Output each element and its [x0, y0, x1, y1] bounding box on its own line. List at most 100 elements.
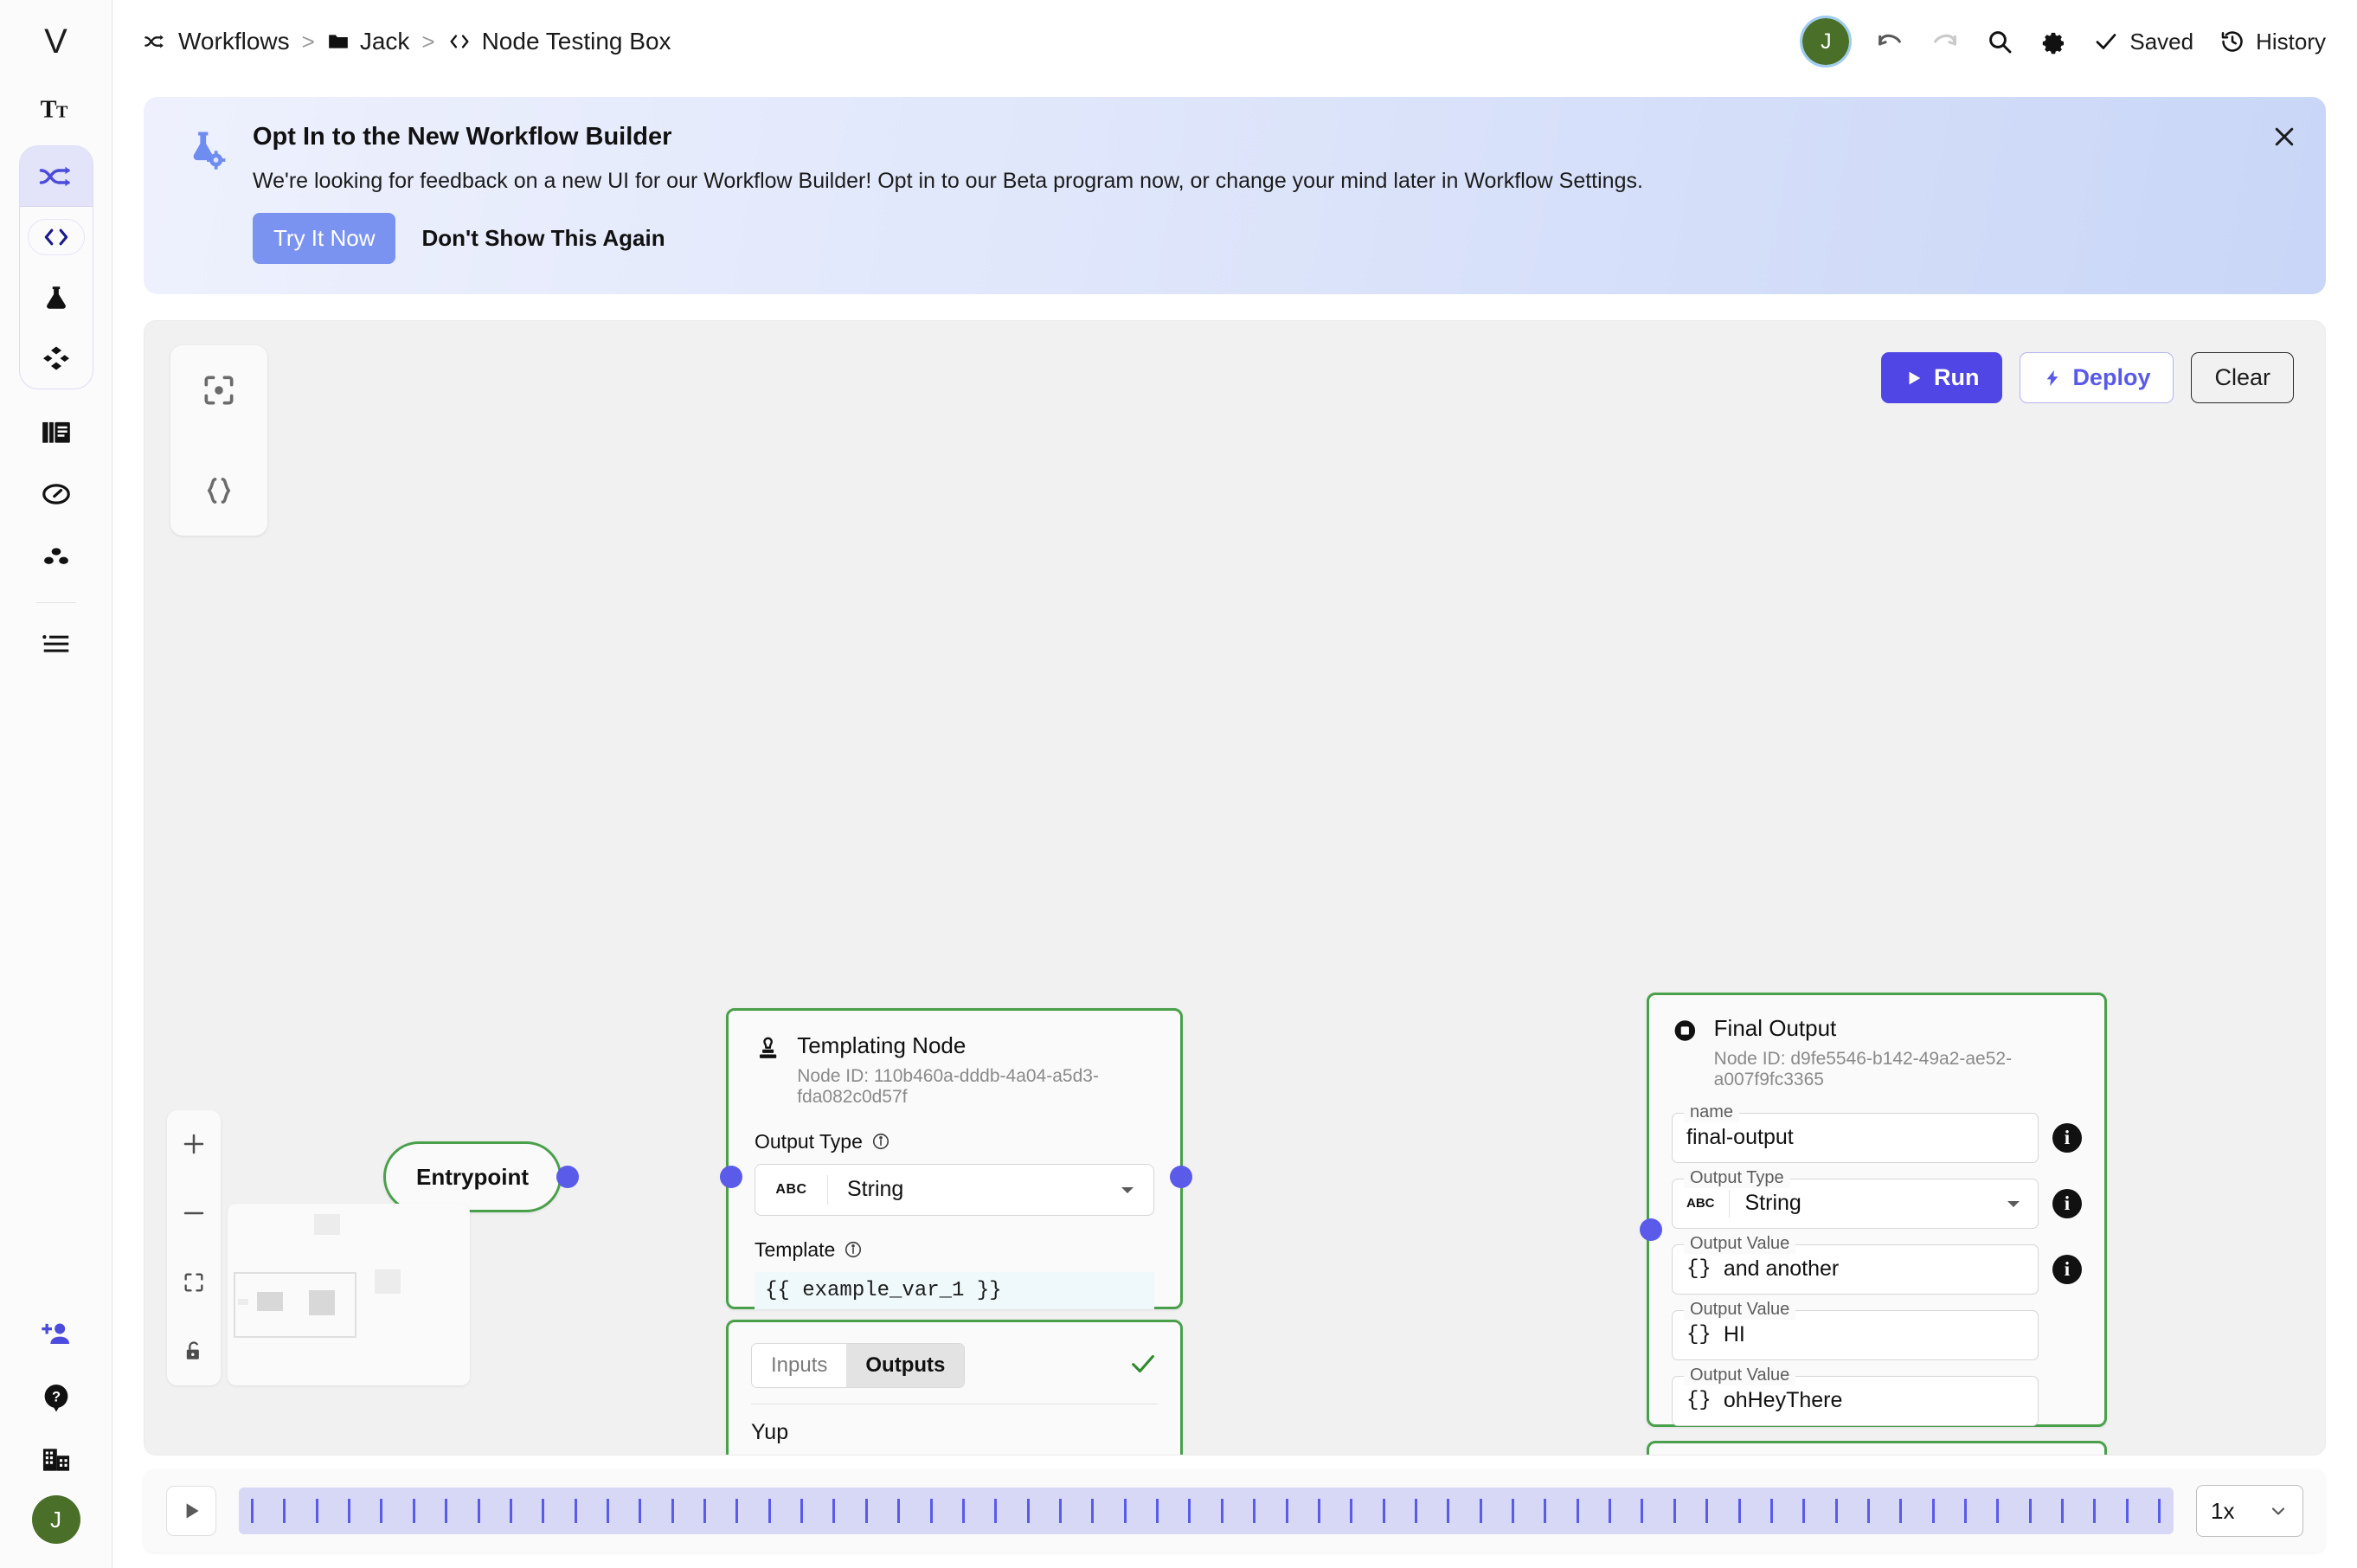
output-type-kind: ABC [755, 1174, 828, 1205]
search-button[interactable] [1986, 28, 2013, 55]
info-icon[interactable] [871, 1132, 890, 1151]
final-output-type-legend: Output Type [1684, 1167, 1790, 1188]
timeline-tick [767, 1499, 771, 1523]
sidebar-item-deployments[interactable] [20, 328, 93, 389]
final-output-type-value: String [1744, 1191, 1801, 1216]
timeline-tick [897, 1499, 901, 1523]
deployments-icon [42, 346, 69, 370]
timeline-tick [994, 1499, 998, 1523]
sidebar-item-organization[interactable] [27, 1433, 86, 1487]
dont-show-again-button[interactable]: Don't Show This Again [421, 225, 665, 251]
try-it-now-button[interactable]: Try It Now [253, 213, 396, 264]
sidebar-item-help[interactable]: ? [27, 1371, 86, 1424]
redo-button[interactable] [1930, 27, 1960, 56]
output-value-field-3[interactable]: Output Value {} ohHeyThere [1672, 1365, 2039, 1426]
variables-button[interactable] [193, 465, 245, 517]
playback-timeline: 1x [144, 1469, 2326, 1552]
template-editor[interactable]: {{ example_var_1 }} [755, 1271, 1154, 1309]
sidebar-item-workflows[interactable] [19, 146, 93, 207]
fit-view-button[interactable] [174, 1263, 214, 1302]
zoom-in-button[interactable] [174, 1124, 214, 1164]
tab-outputs[interactable]: Outputs [846, 1344, 965, 1387]
breadcrumb-item-workflows[interactable]: Workflows [144, 28, 290, 55]
organization-icon [42, 1449, 69, 1471]
sidebar-item-documents[interactable] [27, 405, 86, 459]
port-final-output-in[interactable] [1640, 1218, 1662, 1241]
timeline-tick [1058, 1499, 1062, 1523]
minimap-viewport[interactable] [234, 1272, 356, 1338]
output-type-select[interactable]: ABC String [755, 1163, 1154, 1216]
info-icon[interactable]: i [2052, 1188, 2082, 1218]
prompts-icon: T T [40, 96, 67, 123]
sidebar-group-build [18, 145, 93, 389]
zoom-out-button[interactable] [174, 1193, 214, 1233]
workflow-canvas[interactable]: Run Deploy Clear [144, 320, 2326, 1456]
user-avatar[interactable]: J [1800, 16, 1853, 67]
sidebar-item-models[interactable] [27, 530, 86, 583]
node-final-output[interactable]: Final Output Node ID: d9fe5546-b142-49a2… [1647, 993, 2107, 1455]
node-templating-io[interactable]: Inputs Outputs Yup [726, 1320, 1183, 1455]
play-button[interactable] [166, 1486, 216, 1536]
history-button[interactable]: History [2219, 29, 2326, 55]
sidebar-item-experiments[interactable] [20, 267, 93, 328]
experiment-gear-icon [193, 132, 226, 170]
node-entrypoint[interactable]: Entrypoint [383, 1141, 562, 1212]
final-name-row: name final-output i [1672, 1102, 2082, 1163]
timeline-tick [1996, 1499, 2000, 1523]
check-icon [1132, 1354, 1154, 1372]
deploy-button[interactable]: Deploy [2020, 352, 2174, 403]
sidebar-item-invite[interactable] [27, 1308, 86, 1362]
sidebar-item-metrics[interactable] [27, 467, 86, 521]
clear-button[interactable]: Clear [2191, 352, 2294, 403]
tab-inputs[interactable]: Inputs [752, 1344, 847, 1387]
timeline-tick [832, 1499, 836, 1523]
playback-speed-select[interactable]: 1x [2196, 1485, 2303, 1537]
deploy-label: Deploy [2072, 364, 2151, 390]
add-node-button[interactable] [193, 364, 245, 416]
entrypoint-label: Entrypoint [416, 1163, 529, 1190]
sidebar-avatar[interactable]: J [31, 1495, 80, 1544]
timeline-ticks [251, 1499, 2161, 1523]
minimap[interactable] [228, 1204, 470, 1385]
settings-button[interactable] [2039, 28, 2067, 55]
output-value-field-2[interactable]: Output Value {} HI [1672, 1299, 2039, 1360]
port-entrypoint-out[interactable] [556, 1166, 579, 1188]
info-icon[interactable]: i [2052, 1254, 2082, 1284]
final-output-header: Final Output Node ID: d9fe5546-b142-49a2… [1672, 1015, 2082, 1090]
minimap-node [238, 1299, 248, 1305]
lock-button[interactable] [174, 1332, 214, 1372]
chevron-down-icon [1121, 1186, 1134, 1193]
app-logo[interactable]: V [44, 22, 67, 61]
output-value-2: HI [1723, 1322, 1745, 1347]
timeline-tick [1317, 1499, 1320, 1523]
port-templating-out[interactable] [1170, 1166, 1192, 1188]
sidebar-item-prompts[interactable]: T T [27, 83, 86, 137]
timeline-tick [2028, 1499, 2032, 1523]
final-output-type-select[interactable]: Output Type ABC String [1672, 1167, 2039, 1229]
history-icon [2221, 31, 2243, 52]
braces-icon: {} [1686, 1323, 1712, 1347]
breadcrumb-item-folder[interactable]: Jack [327, 28, 409, 55]
name-field[interactable]: name final-output [1672, 1102, 2039, 1163]
node-final-output-io[interactable]: Inputs Outputs Yup [1647, 1441, 2107, 1455]
timeline-track[interactable] [239, 1488, 2174, 1534]
top-bar: Workflows > Jack > Node Testing Box [112, 0, 2357, 83]
sidebar-item-code[interactable] [20, 207, 93, 267]
timeline-tick [412, 1499, 415, 1523]
info-icon[interactable] [844, 1240, 863, 1259]
chevron-down-icon [2007, 1200, 2020, 1207]
node-templating[interactable]: Templating Node Node ID: 110b460a-dddb-4… [726, 1008, 1183, 1309]
sidebar-item-list[interactable] [27, 617, 86, 671]
template-label-text: Template [755, 1237, 836, 1261]
timeline-tick [2125, 1499, 2129, 1523]
undo-button[interactable] [1875, 27, 1904, 56]
beta-opt-in-banner: Opt In to the New Workflow Builder We're… [144, 97, 2326, 294]
output-value-field-1[interactable]: Output Value {} and another [1672, 1233, 2039, 1295]
breadcrumb-item-workflow[interactable]: Node Testing Box [447, 28, 671, 55]
check-icon [2096, 34, 2116, 49]
port-templating-in[interactable] [720, 1166, 742, 1188]
info-icon[interactable]: i [2052, 1122, 2082, 1153]
run-button[interactable]: Run [1880, 352, 2003, 403]
banner-close-button[interactable] [2267, 119, 2302, 154]
